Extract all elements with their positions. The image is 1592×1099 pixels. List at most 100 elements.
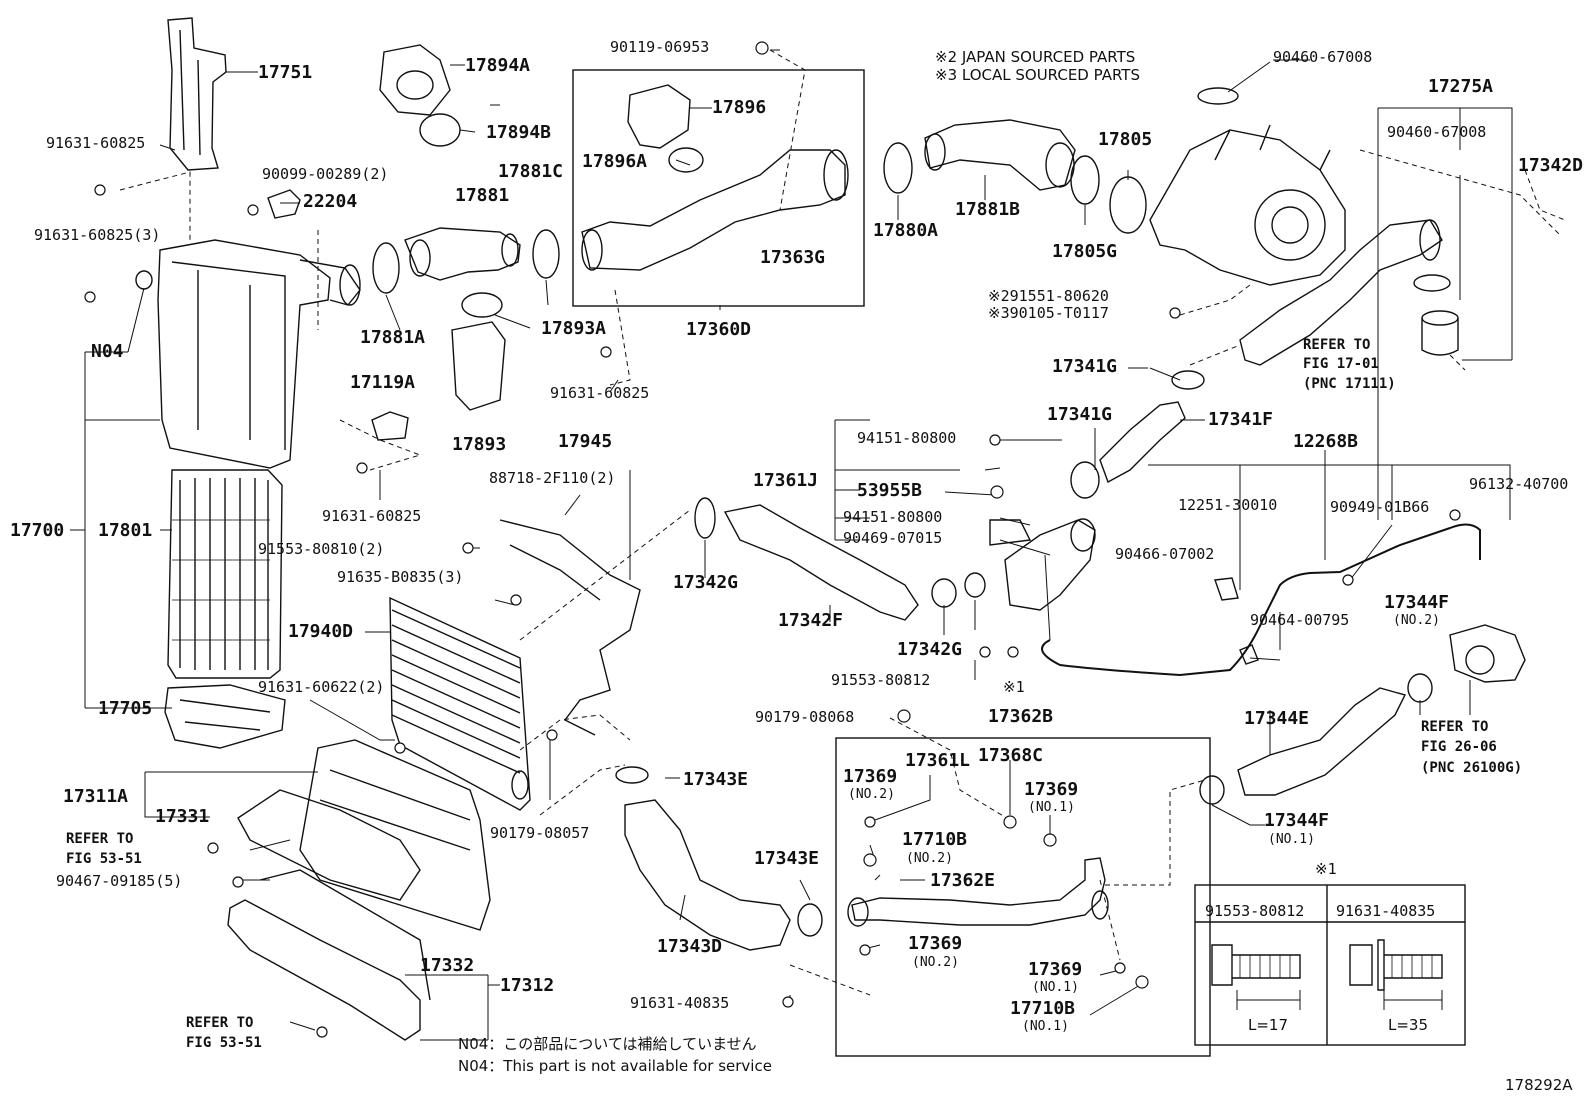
pipe-17342f (723, 504, 919, 621)
part-n04: N04 (91, 341, 124, 362)
part-17881b: 17881B (955, 199, 1021, 220)
part-17893: 17893 (452, 434, 507, 455)
part-17360d: 17360D (686, 319, 752, 340)
clip-90179-08057 (546, 729, 558, 741)
clamp-17341g-a (1171, 370, 1205, 390)
part-17343e-b: 17343E (754, 848, 820, 869)
clamp-17343e-a (615, 766, 649, 784)
note-japan-sourced: ※2 JAPAN SOURCED PARTS (935, 48, 1136, 66)
part-17342g-b: 17342G (897, 639, 963, 660)
part-17881c: 17881C (498, 161, 564, 182)
part-91553-80812: 91553-80812 (831, 671, 931, 689)
bolt-91551 (1169, 307, 1181, 319)
note-local-sourced: ※3 LOCAL SOURCED PARTS (935, 66, 1140, 84)
part-17342g-a: 17342G (673, 572, 739, 593)
inset-length-2: L=35 (1388, 1016, 1429, 1034)
inset-box (1194, 884, 1466, 1046)
part-17344e: 17344E (1244, 708, 1310, 729)
clip-17369-no2-b (859, 944, 871, 956)
clamp-90460-top (1197, 87, 1239, 105)
part-17341g-b: 17341G (1047, 404, 1113, 425)
part-17751: 17751 (258, 62, 313, 83)
intercooler (389, 596, 531, 811)
part-17363g: 17363G (760, 247, 826, 268)
part-17369-b: 17369 (1024, 779, 1079, 800)
part-17710b-b-sub: (NO.1) (1022, 1019, 1069, 1034)
clip-53-51-a (207, 842, 219, 854)
part-17343d: 17343D (657, 936, 723, 957)
clamp-17343e-b (797, 903, 823, 937)
refer-to-26-06: REFER TO (1421, 719, 1489, 735)
vacuum-hose (1041, 523, 1481, 677)
part-17369-b-sub: (NO.1) (1028, 800, 1075, 815)
part-90119-06953: 90119-06953 (610, 38, 710, 56)
air-duct-17751 (167, 17, 227, 171)
part-22204: 22204 (303, 191, 358, 212)
part-17801: 17801 (98, 520, 153, 541)
part-17894a: 17894A (465, 55, 531, 76)
part-17344f-a: 17344F (1384, 592, 1450, 613)
part-90179-08057: 90179-08057 (490, 824, 590, 842)
part-17369-c-sub: (NO.2) (912, 955, 959, 970)
hose-17344e (1237, 687, 1407, 796)
inset-length-1: L=17 (1248, 1016, 1289, 1034)
part-17119a: 17119A (350, 372, 416, 393)
refer-to-17-01: REFER TO (1303, 337, 1371, 353)
part-17369-a-sub: (NO.2) (848, 787, 895, 802)
part-17700: 17700 (10, 520, 65, 541)
part-17940d: 17940D (288, 621, 354, 642)
refer-fig-53-51-a: FIG 53-51 (66, 851, 142, 867)
refer-pnc-26100g: (PNC 26100G) (1421, 760, 1523, 776)
elbow-17361j (1004, 519, 1096, 611)
part-94151-80800-b: 94151-80800 (843, 508, 943, 526)
part-17805: 17805 (1098, 129, 1153, 150)
part-17341g-a: 17341G (1052, 356, 1118, 377)
clip-17368c (1003, 815, 1017, 829)
air-cleaner-case (157, 239, 331, 469)
nut-90179-08068 (897, 709, 911, 723)
part-90469-07015: 90469-07015 (843, 529, 943, 547)
part-90460-67008-b: 90460-67008 (1387, 123, 1487, 141)
clamp-17342g-b (931, 578, 957, 608)
part-390105-t0117: ※390105-T0117 (988, 304, 1109, 322)
part-91631-60825-a: 91631-60825 (46, 134, 146, 152)
bracket-17945 (499, 519, 641, 736)
clip-90949 (1342, 574, 1354, 586)
part-17344f-a-sub: (NO.2) (1393, 613, 1440, 628)
clip-17710b-no2 (863, 853, 877, 867)
part-17945: 17945 (558, 431, 613, 452)
refer-to-53-51-a: REFER TO (66, 831, 134, 847)
part-17344f-b: 17344F (1264, 810, 1330, 831)
clamp-17805g (1070, 155, 1100, 205)
refer-pnc-17111: (PNC 17111) (1303, 376, 1396, 392)
bracket-17119a (371, 411, 409, 441)
bolt-91631-60825-3 (84, 291, 96, 303)
bolt-91631-40835 (1349, 939, 1443, 991)
part-17369-d-sub: (NO.1) (1032, 980, 1079, 995)
clamp-17342g-a (694, 497, 716, 539)
clip-17369-no1-b (1114, 962, 1126, 974)
part-90464-00795: 90464-00795 (1250, 611, 1350, 629)
part-17893a: 17893A (541, 318, 607, 339)
nut-94151-a (989, 434, 1001, 446)
part-17361l: 17361L (905, 750, 971, 771)
part-17342d: 17342D (1518, 155, 1584, 176)
throttle-body (1449, 624, 1526, 683)
inset-mark: ※1 (1315, 860, 1337, 878)
part-91631-60825-c: 91631-60825 (550, 384, 650, 402)
bolt-90099 (247, 204, 259, 216)
frame-17312 (227, 899, 421, 1041)
clamp-17344f-no2 (1407, 673, 1433, 703)
air-filter-element (167, 469, 283, 679)
bolt-90119 (755, 41, 769, 55)
sleeve-17275a (1421, 318, 1459, 356)
part-17342f: 17342F (778, 610, 844, 631)
hose-17896 (627, 84, 691, 149)
tube-17342d (1239, 219, 1443, 366)
bolt-91631-60825-b (356, 462, 368, 474)
refer-fig-17-01: FIG 17-01 (1303, 356, 1379, 372)
bolt-91635 (510, 594, 522, 606)
part-17368c: 17368C (978, 745, 1044, 766)
part-17896a: 17896A (582, 151, 648, 172)
mark-1: ※1 (1003, 678, 1025, 696)
